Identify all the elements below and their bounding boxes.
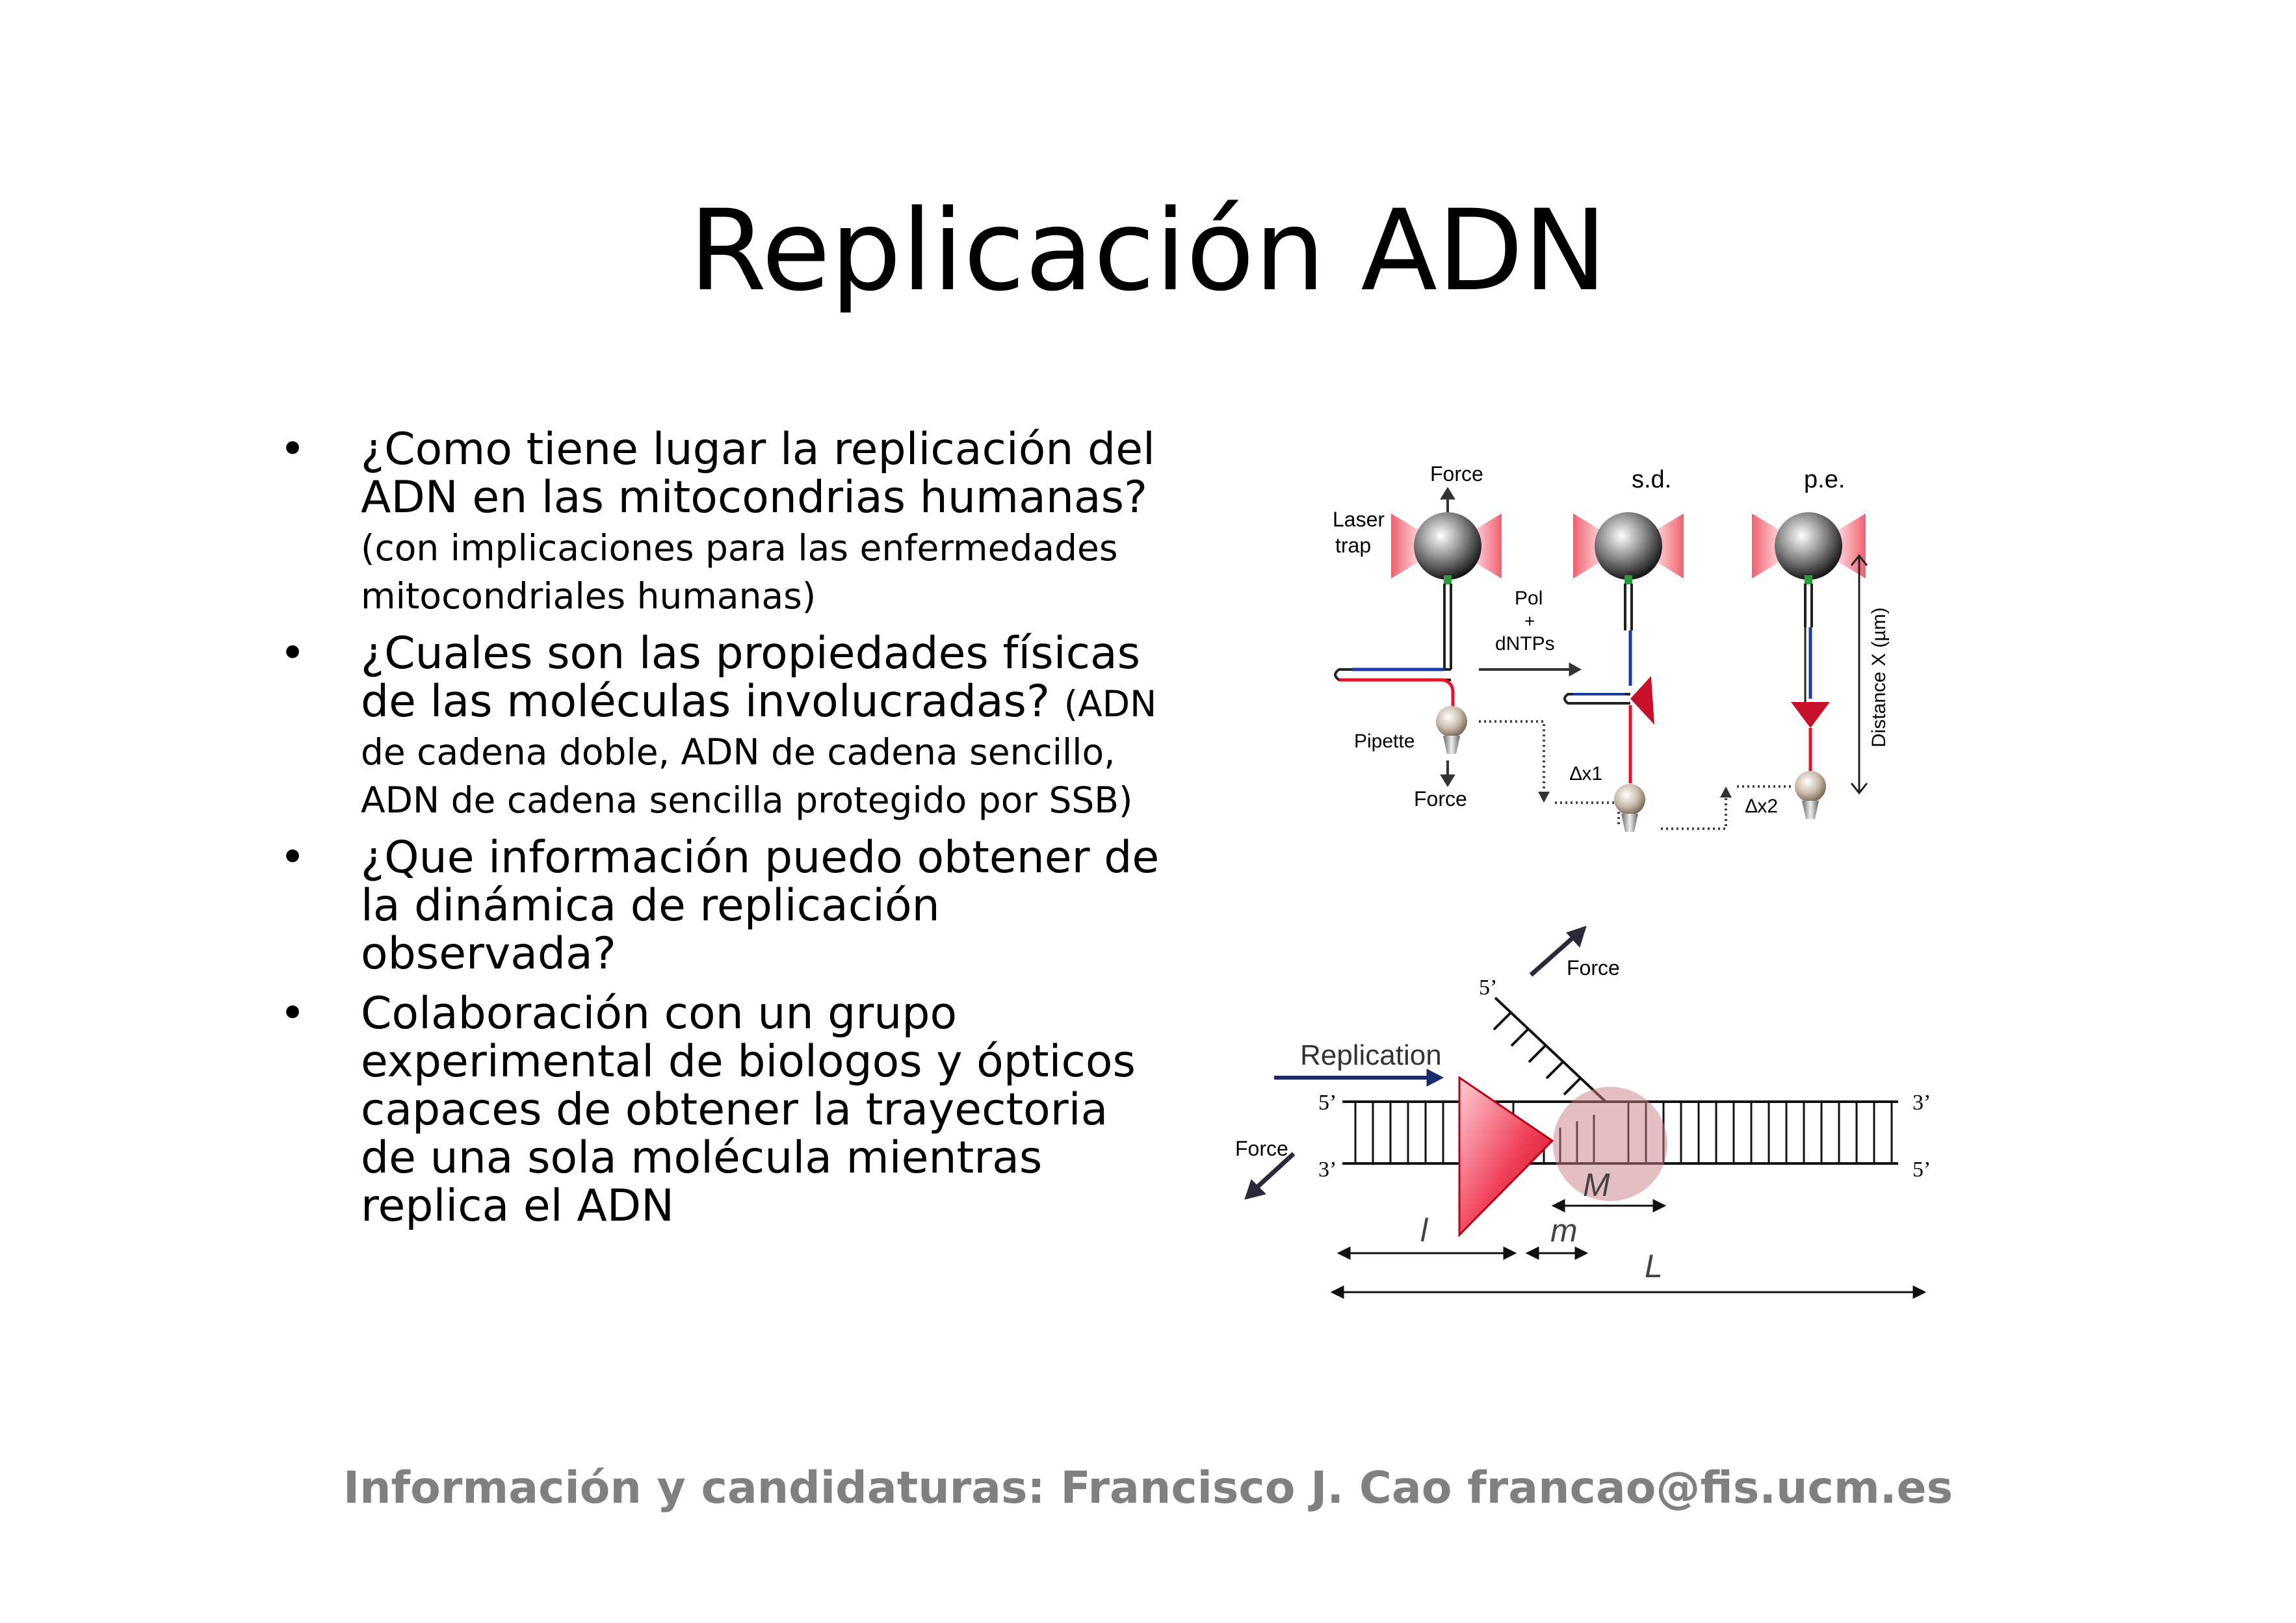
pipette-label: Pipette [1354,731,1415,752]
footer-contact: Información y candidaturas: Francisco J.… [343,1462,1953,1514]
bullet-item: Colaboración con un grupo experimental d… [280,990,1177,1230]
five-prime-label: 5’ [1912,1158,1931,1182]
force-label: Force [1567,956,1620,980]
pipette-bead [1795,771,1826,802]
polymerase-icon [1458,1076,1554,1238]
measure-arrow-L [1330,1285,1927,1299]
replication-label: Replication [1300,1039,1442,1071]
laser-beam [1391,513,1424,578]
five-prime-label: 5’ [1318,1091,1337,1115]
pipette [1621,814,1638,832]
bullet-text: ¿Cuales son las propiedades físicas de l… [361,628,1141,727]
trapped-bead [1775,512,1842,580]
measure-arrow-m2 [1525,1246,1589,1260]
bullet-item: ¿Cuales son las propiedades físicas de l… [280,630,1177,822]
force-label: Force [1414,787,1467,811]
bullet-item: ¿Como tiene lugar la replicación del ADN… [280,426,1177,618]
dx1-label: ∆x1 [1570,763,1602,785]
bullet-item: ¿Que información puedo obtener de la din… [280,834,1177,978]
optical-tweezers-diagram: Force s.d. p.e. Laser trap Pol + dNTPs P… [1333,462,1890,832]
force-arrow [1244,1152,1296,1200]
laser-beam [1752,513,1784,578]
three-prime-label: 3’ [1912,1091,1931,1115]
bullet-detail: (con implicaciones para las enfermedades… [361,527,1118,617]
laser-beam [1573,513,1606,578]
trapped-bead [1414,512,1481,580]
l-label: l [1420,1212,1429,1249]
distance-axis-label: Distance X (µm) [1868,607,1890,747]
dntps-label: dNTPs [1495,633,1555,655]
pipette [1443,736,1460,754]
laser-beam [1651,513,1684,578]
polymerase-icon [1630,676,1654,725]
replication-arrow [1274,1069,1444,1087]
dx2-label: ∆x2 [1745,796,1778,817]
bullet-detail: (ADN de cadena doble, ADN de cadena senc… [361,683,1157,821]
distance-arrow [1850,554,1868,795]
bullet-list: ¿Como tiene lugar la replicación del ADN… [280,426,1177,1242]
force-label: Force [1430,462,1483,486]
replication-fork-diagram: Force 5’ Replication 5’ 3’ 3’ 5’ [1235,926,1931,1299]
L-label: L [1645,1248,1663,1284]
pol-label: Pol [1515,588,1543,609]
pipette-bead [1436,706,1467,737]
laser-label: Laser [1333,508,1385,531]
force-arrow [1529,926,1587,977]
measure-arrow-l [1337,1246,1517,1260]
force-down-arrow [1440,760,1455,787]
slide-title: Replicación ADN [688,185,1608,316]
displaced-strand [1493,996,1607,1103]
three-prime-label: 3’ [1318,1158,1337,1182]
force-label: Force [1235,1137,1288,1160]
bullet-text: Colaboración con un grupo experimental d… [361,988,1136,1232]
helicase-region [1553,1087,1667,1201]
bullet-text: ¿Como tiene lugar la replicación del ADN… [361,424,1155,523]
pipette-bead [1614,784,1645,815]
M-label: M [1583,1167,1610,1203]
laser-beam [1833,513,1866,578]
pol-arrow [1479,662,1582,677]
m-label: m [1550,1212,1578,1249]
pipette [1802,801,1819,819]
five-prime-label: 5’ [1479,976,1497,1000]
measure-arrow-m [1551,1199,1667,1213]
trapped-bead [1595,512,1662,580]
plus-label: + [1524,611,1535,631]
bullet-text: ¿Que información puedo obtener de la din… [361,832,1160,980]
pe-label: p.e. [1804,466,1845,493]
polymerase-icon [1791,702,1830,728]
trap-label: trap [1335,534,1371,557]
sd-label: s.d. [1632,466,1671,493]
